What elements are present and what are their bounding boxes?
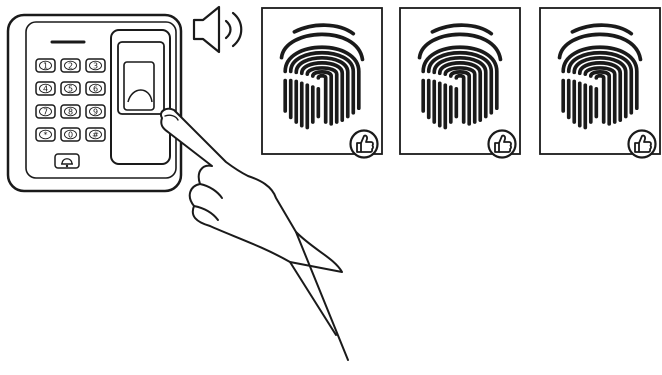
fingerprint-cards [262, 8, 660, 158]
keypad-key-label: 3 [93, 61, 98, 70]
keypad-key[interactable]: 6 [86, 82, 105, 95]
keypad-key[interactable]: 8 [61, 105, 80, 118]
keypad-key[interactable]: 0 [61, 128, 80, 141]
speaker-icon [194, 7, 241, 52]
keypad-key[interactable]: 7 [36, 105, 55, 118]
fingerprint-card [262, 8, 382, 158]
thumbs-up-icon [351, 131, 378, 158]
keypad-key[interactable]: 5 [61, 82, 80, 95]
keypad-key-label: # [92, 130, 99, 139]
keypad-key-label: 8 [68, 107, 73, 116]
keypad-key[interactable]: 4 [36, 82, 55, 95]
thumbs-up-icon [629, 131, 656, 158]
fingerprint-card [540, 8, 660, 158]
keypad-key-label: 2 [68, 61, 73, 70]
keypad-key-label: 7 [43, 107, 48, 116]
bell-key[interactable] [55, 154, 79, 168]
keypad-key[interactable]: 2 [61, 59, 80, 72]
fingerprint-card [400, 8, 520, 158]
keypad-key-label: 6 [93, 84, 98, 93]
sensor-window [124, 62, 154, 110]
keypad-key-label: * [44, 130, 48, 139]
keypad-key-label: 0 [68, 130, 73, 139]
thumbs-up-icon [489, 131, 516, 158]
keypad-key-label: 4 [43, 84, 48, 93]
fingerprint-sensor[interactable] [111, 30, 170, 164]
keypad-key[interactable]: # [86, 128, 105, 141]
keypad-key[interactable]: 1 [36, 59, 55, 72]
keypad-key-label: 5 [68, 84, 73, 93]
keypad-key[interactable]: 3 [86, 59, 105, 72]
keypad-key-label: 1 [43, 61, 48, 70]
keypad-key[interactable]: * [36, 128, 55, 141]
fingerprint-device: 1 2 3 4 5 6 7 8 9 * 0 # [8, 15, 181, 191]
keypad-key-label: 9 [93, 107, 98, 116]
keypad-key[interactable]: 9 [86, 105, 105, 118]
